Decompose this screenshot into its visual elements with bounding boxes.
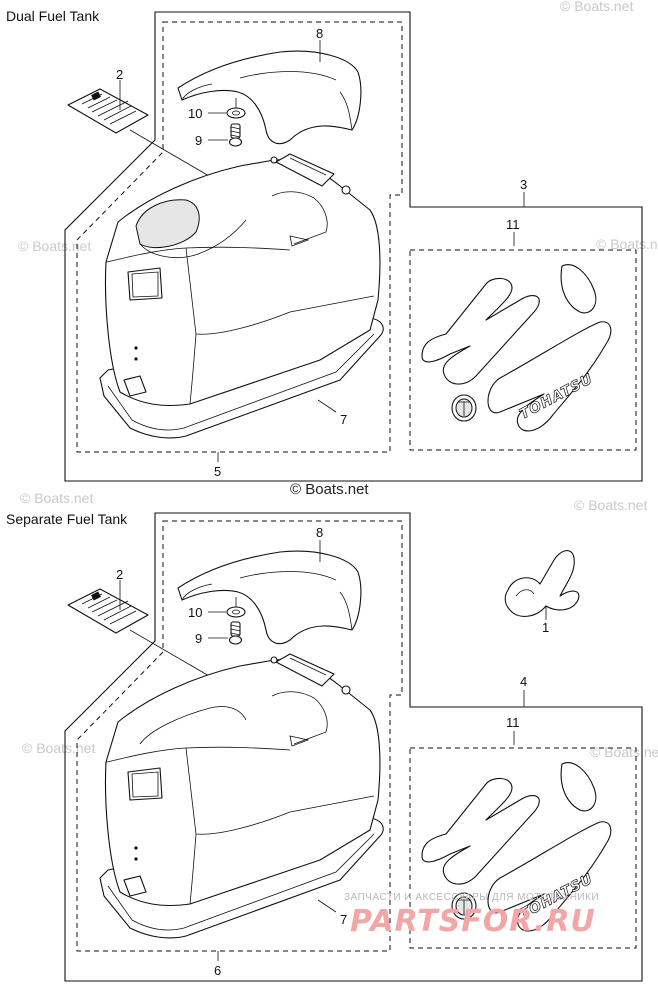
watermark: © Boats.net — [574, 497, 648, 513]
decal-set: TOHATSU — [421, 264, 612, 432]
callout-number: 10 — [188, 605, 202, 620]
callout-number: 3 — [520, 177, 527, 192]
top-handle-cover — [177, 550, 362, 645]
script-decal — [504, 550, 580, 617]
top-handle-cover — [177, 50, 362, 145]
callout-number: 8 — [316, 26, 323, 41]
callout-number: 9 — [195, 631, 202, 646]
assembly-outline — [64, 512, 643, 982]
callout-number: 7 — [340, 412, 347, 427]
upper-cover-group-box — [76, 21, 403, 453]
callout-number: 11 — [506, 217, 520, 232]
assembly-outline — [64, 11, 643, 482]
watermark: © Boats.net — [560, 0, 634, 14]
screw — [228, 123, 243, 147]
watermark: © Boats.net — [18, 238, 92, 254]
leader-line — [129, 629, 217, 681]
screw — [228, 621, 243, 645]
caution-label — [67, 588, 149, 634]
leader-line — [317, 399, 337, 413]
section-dual-fuel-tank: TOHATSU 2 8 10 9 3 11 7 5 — [64, 11, 643, 482]
callout-number: 8 — [316, 525, 323, 540]
decal-set-group-box — [409, 249, 637, 451]
watermark: © Boats.net — [20, 490, 94, 506]
watermark-main: © Boats.net — [290, 481, 369, 498]
upper-cover-group-box — [76, 520, 403, 952]
watermark: © Boats.net — [590, 744, 658, 760]
callout-number: 1 — [542, 620, 549, 635]
callout-number: 10 — [188, 106, 202, 121]
caution-label — [67, 88, 149, 134]
section-title-separate-fuel-tank: Separate Fuel Tank — [6, 511, 128, 527]
leader-line — [129, 129, 217, 181]
callout-number: 7 — [340, 912, 347, 927]
washer — [226, 107, 246, 119]
callout-number: 4 — [520, 674, 527, 689]
shop-tagline: ЗАПЧАСТИ И АКСЕССУАРЫ ДЛЯ МОТОТЕХНИКИ — [344, 892, 600, 903]
decal-set-group-box — [409, 747, 637, 949]
callout-number: 6 — [214, 963, 221, 978]
callout-number: 5 — [214, 464, 221, 479]
section-separate-fuel-tank: TOHATSU 2 8 10 9 1 4 11 7 6 — [64, 512, 643, 982]
leader-line — [317, 899, 337, 913]
callout-number: 9 — [195, 133, 202, 148]
callout-number: 11 — [506, 715, 520, 730]
shop-logo: PARTSFOR.RU — [350, 904, 596, 939]
callout-number: 2 — [116, 67, 123, 82]
callout-number: 2 — [116, 567, 123, 582]
engine-cover — [99, 153, 384, 439]
engine-cover — [99, 653, 384, 939]
washer — [226, 606, 246, 618]
section-title-dual-fuel-tank: Dual Fuel Tank — [6, 8, 100, 24]
